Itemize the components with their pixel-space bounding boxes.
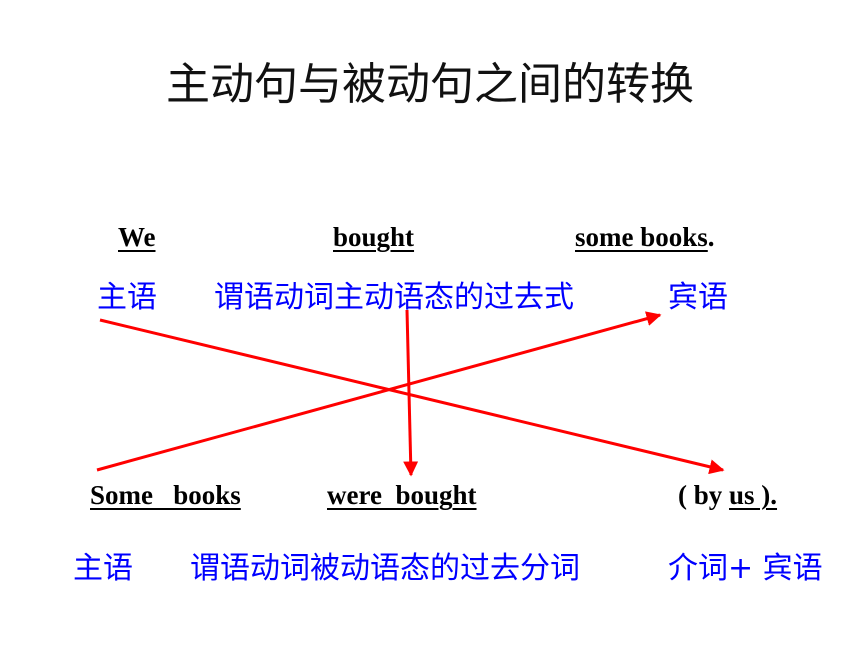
arrow-verb-to-verb xyxy=(403,309,419,477)
active-object-word: some books xyxy=(575,222,708,252)
arrow-object-to-subject xyxy=(96,311,662,472)
passive-agent-word: us ). xyxy=(729,480,778,510)
active-subject-role: 主语 xyxy=(97,280,157,315)
active-period: . xyxy=(707,222,715,252)
active-verb-role: 谓语动词主动语态的过去式 xyxy=(214,280,574,315)
passive-verb-role: 谓语动词被动语态的过去分词 xyxy=(190,551,580,586)
passive-subject-word: Some books xyxy=(90,480,241,510)
passive-verb-word: were bought xyxy=(327,480,477,510)
active-verb-word: bought xyxy=(333,222,415,252)
passive-agent-role: 介词+ 宾语 xyxy=(668,551,823,586)
page-title: 主动句与被动句之间的转换 xyxy=(166,59,694,110)
passive-agent-open: ( by xyxy=(678,480,730,510)
active-object-group: some books. xyxy=(575,222,715,253)
active-object-role: 宾语 xyxy=(668,280,728,315)
passive-subject-role: 主语 xyxy=(73,551,133,586)
active-subject-word: We xyxy=(118,222,156,252)
passive-agent-group: ( by us ). xyxy=(678,480,777,511)
arrow-subject-to-agent xyxy=(99,318,725,475)
